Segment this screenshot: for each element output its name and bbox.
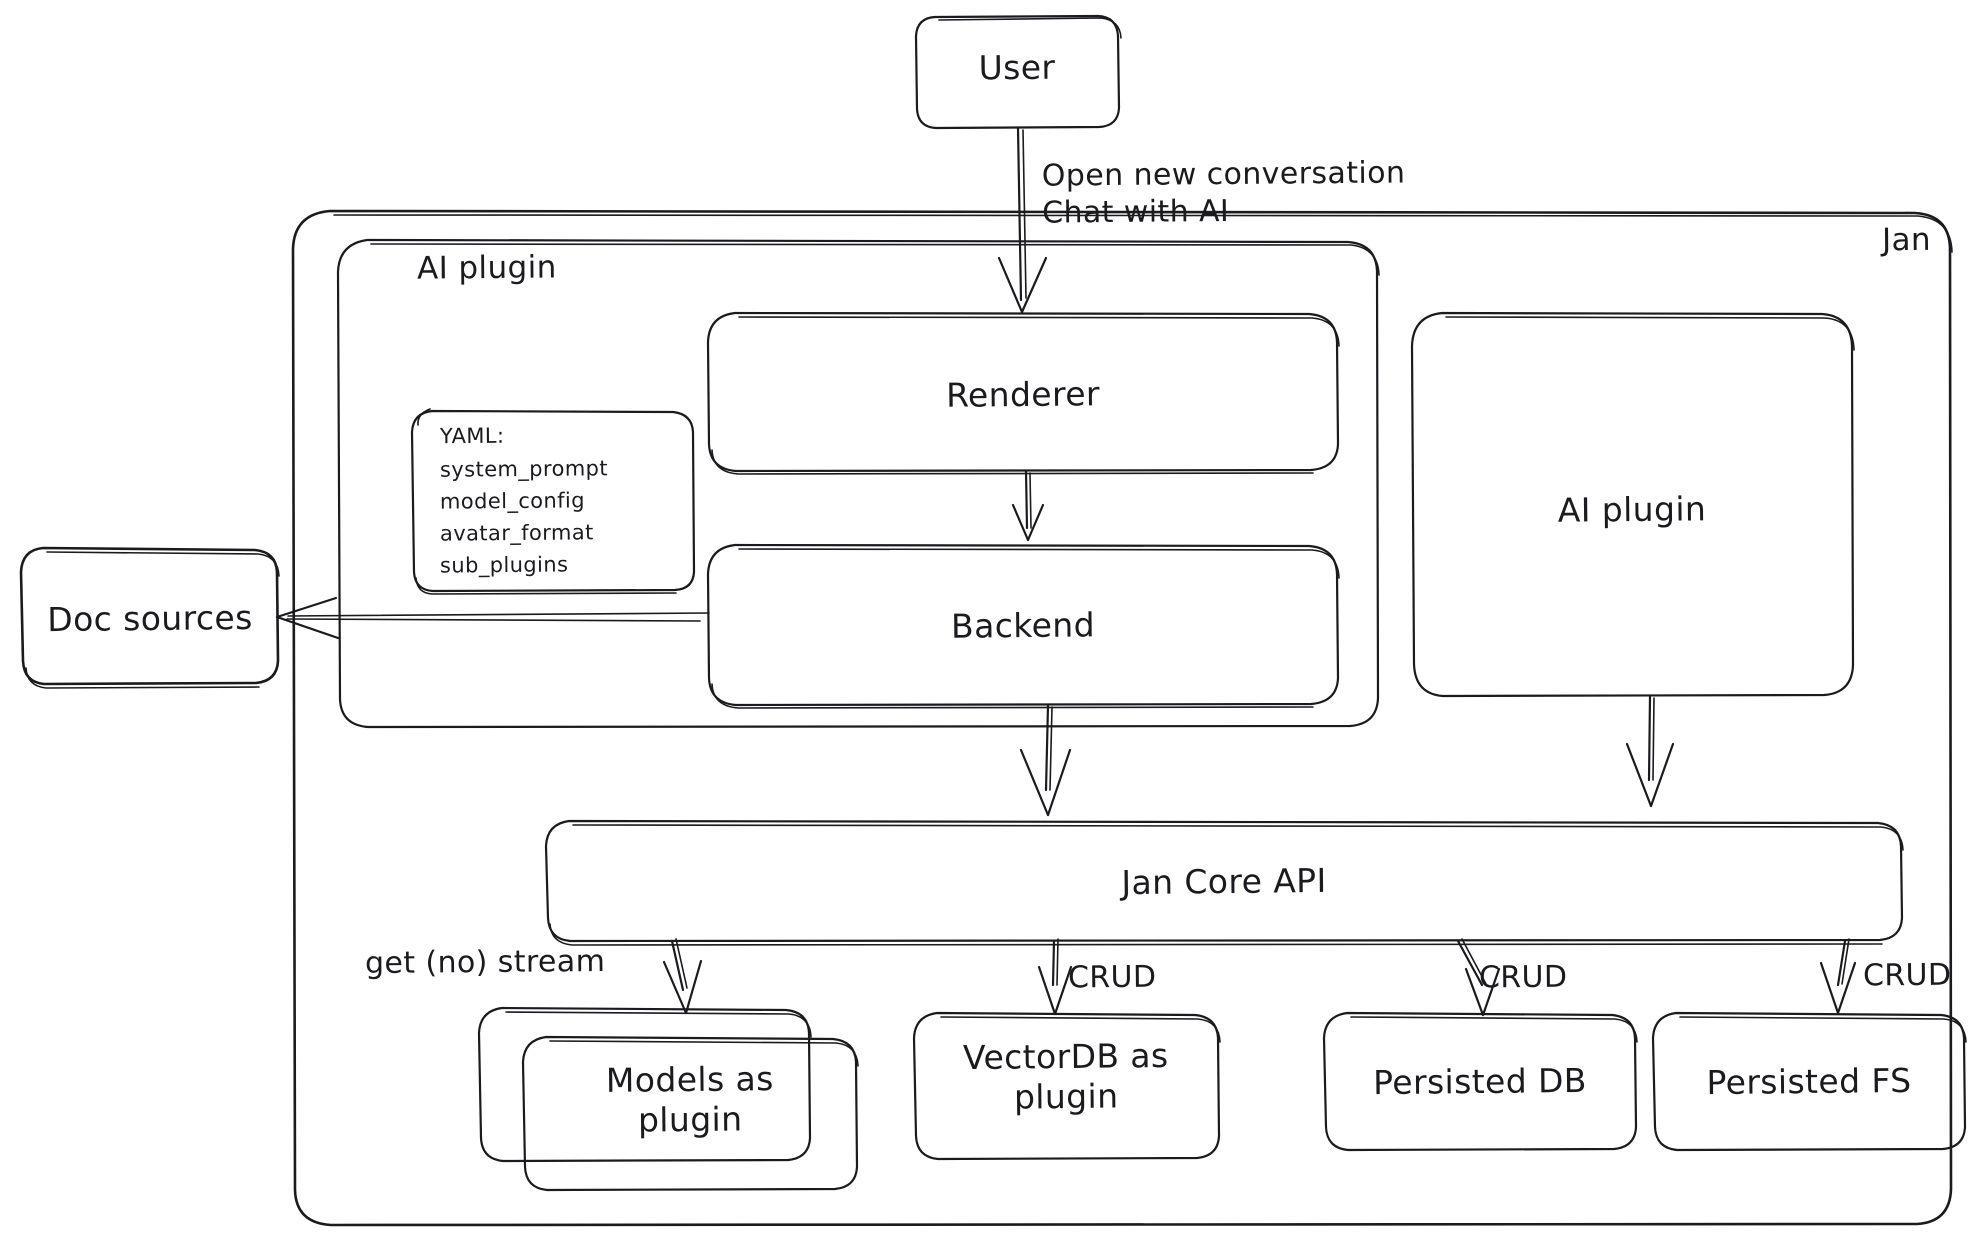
arrow-user-to-renderer	[997, 126, 1048, 314]
arrow-ai-plugin-to-core-api	[1625, 694, 1675, 808]
models-as-plugin-shape	[477, 1006, 859, 1192]
backend-box-shape	[706, 543, 1340, 709]
ai-plugin-group-shape	[336, 238, 1380, 729]
arrow-core-api-to-persisted-fs	[1819, 938, 1857, 1015]
user-box-shape	[914, 14, 1122, 130]
arrow-backend-to-core-api	[1019, 703, 1072, 817]
doc-sources-shape	[19, 546, 280, 689]
arrow-core-api-to-persisted-db	[1456, 938, 1501, 1017]
arrow-core-api-to-models	[662, 938, 703, 1015]
ai-plugin-box-shape	[1410, 311, 1855, 698]
persisted-fs-shape	[1651, 1011, 1967, 1152]
arrow-backend-to-doc-sources	[275, 596, 710, 640]
vectordb-as-plugin-shape	[912, 1011, 1221, 1161]
arrow-renderer-to-backend	[1011, 469, 1045, 542]
arrow-core-api-to-vectordb	[1037, 938, 1073, 1016]
jan-container-shape	[291, 209, 1953, 1227]
persisted-db-shape	[1322, 1011, 1638, 1152]
renderer-box-shape	[706, 311, 1340, 475]
yaml-card-shape	[410, 408, 696, 595]
jan-core-api-shape	[544, 819, 1904, 946]
